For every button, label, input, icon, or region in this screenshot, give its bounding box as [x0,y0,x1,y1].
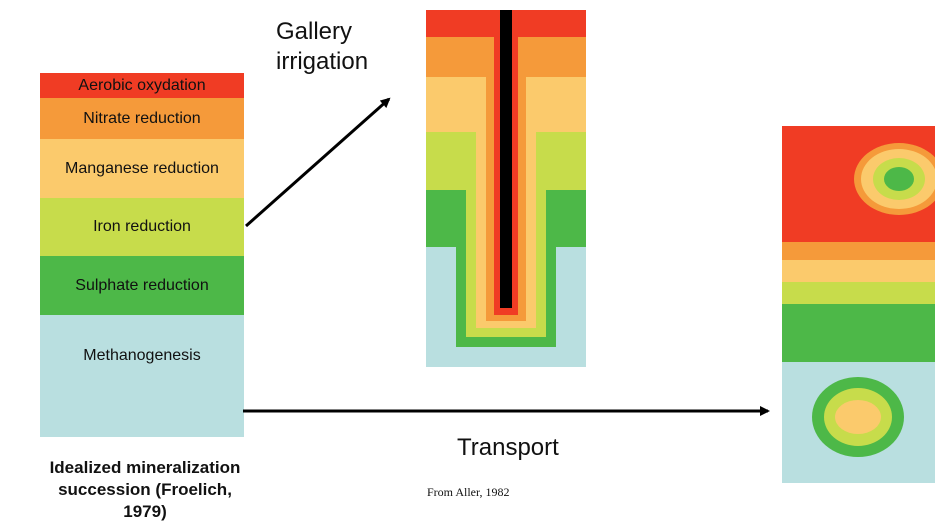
transport-block [782,126,935,483]
transport-layer-iron [782,282,935,304]
layer-nitrate: Nitrate reduction [40,98,244,139]
layer-iron: Iron reduction [40,198,244,256]
layer-manganese: Manganese reduction [40,139,244,198]
upper-particle-core-sulphate [884,167,914,191]
source-citation: From Aller, 1982 [427,485,510,499]
gallery-block [426,10,586,367]
layer-manganese-label: Manganese reduction [65,159,219,177]
transport-label: Transport [457,434,559,461]
lower-particle-core-manganese [835,400,881,434]
layer-iron-label: Iron reduction [93,218,191,235]
caption-line1: Idealized mineralization [49,458,241,477]
gallery-irrigation-label: Gallery irrigation [276,17,368,77]
gallery-arrow [245,97,391,228]
transport-layer-manganese [782,260,935,282]
caption-line3: 1979) [123,502,167,521]
layer-nitrate-label: Nitrate reduction [83,109,201,127]
transport-layer-nitrate [782,242,935,260]
caption-line2: succession (Froelich, [58,480,232,499]
layer-sulphate-label: Sulphate reduction [75,276,209,294]
layer-aerobic-label: Aerobic oxydation [78,76,206,94]
gallery-label-line1: Gallery [276,18,353,45]
figure-caption: Idealized mineralization succession (Fro… [0,457,290,523]
layer-aerobic: Aerobic oxydation [40,73,244,98]
transport-layer-sulphate [782,304,935,362]
layer-methanogenesis: Methanogenesis [40,315,244,437]
burrow-gallery [500,10,512,308]
layer-sulphate: Sulphate reduction [40,256,244,315]
gallery-label-line2: irrigation [276,48,369,75]
layer-methanogenesis-label: Methanogenesis [83,347,201,364]
